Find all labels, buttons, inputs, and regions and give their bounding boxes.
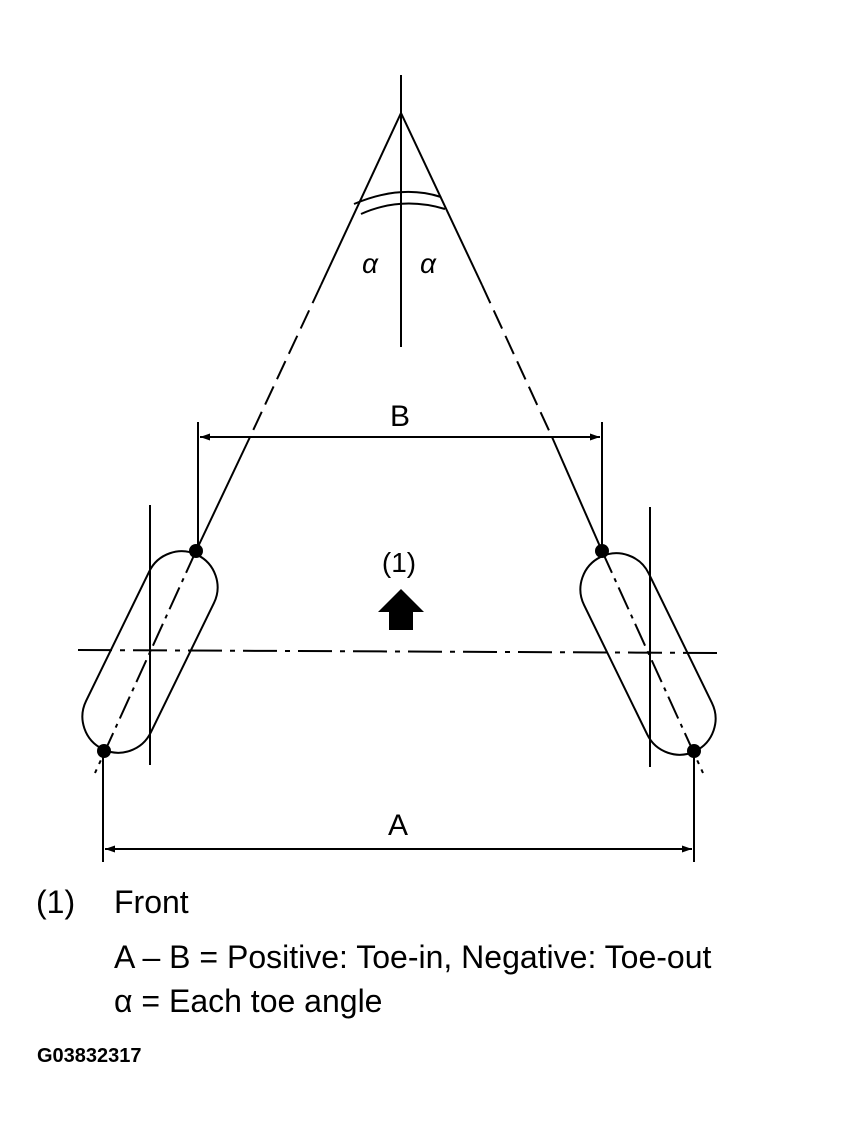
- left-wheel-rear-point: [97, 744, 111, 758]
- legend-item-number: (1): [36, 884, 76, 920]
- dim-a-label: A: [388, 809, 408, 842]
- right-toe-line: [400, 112, 603, 552]
- legend-formula: A – B = Positive: Toe-in, Negative: Toe-…: [114, 939, 712, 975]
- legend-alpha-definition: α = Each toe angle: [114, 983, 383, 1019]
- dim-b-label: B: [390, 400, 410, 433]
- angle-arc-inner: [360, 202, 446, 215]
- angle-arc-outer: [353, 190, 442, 205]
- figure-code: G03832317: [37, 1045, 142, 1067]
- axle-line: [77, 649, 723, 654]
- alpha-right-label: α: [420, 248, 437, 279]
- front-arrow-icon: [378, 589, 424, 630]
- right-wheel-axis: [601, 550, 704, 774]
- left-wheel-front-point: [189, 544, 203, 558]
- right-wheel-front-point: [595, 544, 609, 558]
- left-toe-line: [195, 112, 402, 552]
- left-wheel-axis: [94, 550, 197, 774]
- right-wheel-rear-point: [687, 744, 701, 758]
- front-ref-label: (1): [382, 547, 416, 578]
- legend-item-label: Front: [114, 884, 189, 920]
- alpha-left-label: α: [362, 248, 379, 279]
